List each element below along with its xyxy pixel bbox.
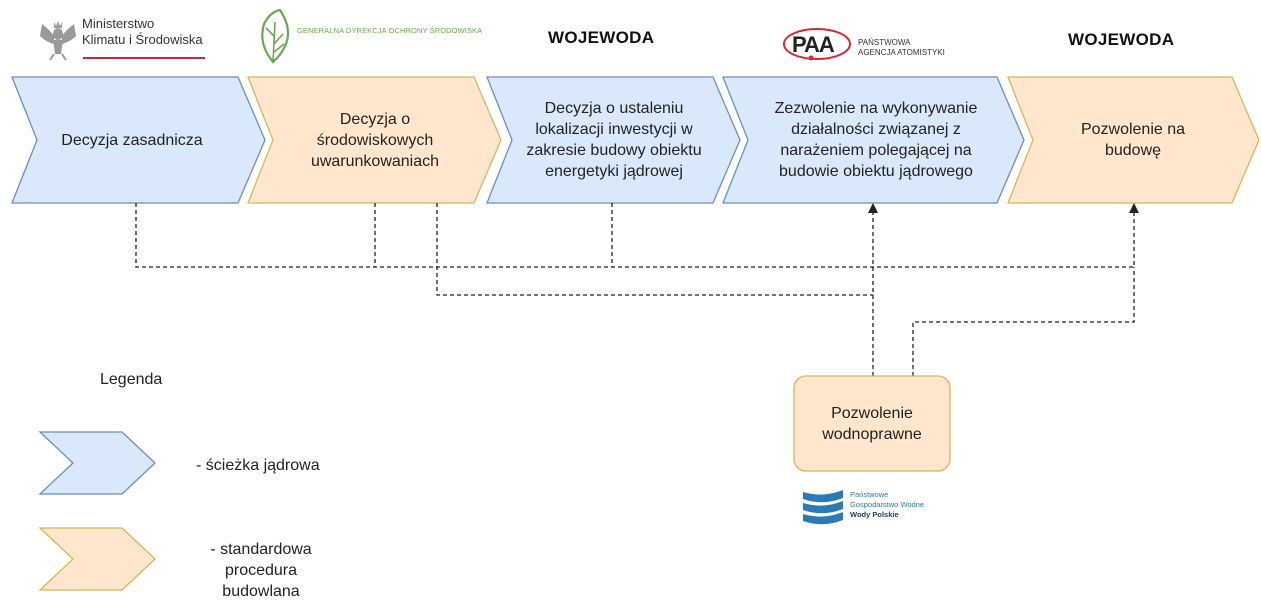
connector-water-to-step5: [912, 267, 1135, 376]
gdos-logo-text: GENERALNA DYREKCJA OCHRONY ŚRODOWISKA: [297, 26, 483, 35]
step-2-label: Decyzja o środowiskowych uwarunkowaniach: [310, 110, 440, 170]
leaf-icon: [261, 8, 290, 64]
authority-wojewoda-2: WOJEWODA: [1068, 30, 1175, 49]
ministry-logo: [40, 21, 205, 61]
paa-logo-text: PAŃSTWOWA AGENCJA ATOMISTYKI: [858, 38, 945, 58]
eagle-emblem-icon: [40, 21, 76, 61]
connector-step2-b: [436, 203, 873, 296]
wody-name-line3: Wody Polskie: [850, 510, 899, 519]
step-1-label: Decyzja zasadnicza: [61, 131, 203, 149]
paa-logo: [783, 28, 851, 61]
wody-logo-text: Państwowe Gospodarstwo Wodne Wody Polski…: [850, 490, 924, 520]
legend-standard-chevron: [38, 527, 156, 591]
paa-swoosh-icon: [783, 28, 851, 60]
authority-wojewoda-1: WOJEWODA: [548, 28, 655, 47]
step-3-chevron: [486, 76, 741, 204]
legend-nuclear-chevron: [38, 431, 156, 495]
water-permit-label: Pozwolenie wodnoprawne: [822, 404, 922, 443]
step-4-chevron: [722, 76, 1025, 204]
paa-mark: PAA: [792, 32, 835, 57]
paa-name-line2: AGENCJA ATOMISTYKI: [858, 48, 945, 57]
ministry-logo-text: Ministerstwo Klimatu i Środowiska: [82, 16, 203, 48]
connectors: [135, 203, 1135, 376]
arrowhead-step4: [868, 203, 878, 213]
connector-main: [135, 203, 1135, 268]
water-permit-box: [793, 375, 951, 472]
gdos-logo: [261, 8, 290, 64]
step-5-label: Pozwolenie na budowę: [1080, 121, 1186, 159]
ministry-name-line1: Ministerstwo: [82, 16, 155, 31]
legend-standard-label: - standardowa procedura budowlana: [210, 541, 312, 600]
paa-name-line1: PAŃSTWOWA: [858, 38, 911, 47]
step-1-chevron: [11, 76, 266, 204]
wody-name-line2: Gospodarstwo Wodne: [850, 500, 925, 509]
legend-nuclear-label: - ścieżka jądrowa: [196, 457, 320, 474]
arrowhead-step5: [1129, 203, 1139, 213]
step-5-chevron: [1007, 76, 1260, 204]
ministry-name-line2: Klimatu i Środowiska: [82, 32, 203, 47]
legend-title: Legenda: [100, 371, 163, 388]
step-2-chevron: [247, 76, 502, 204]
step-3-label: Decyzja o ustaleniu lokalizacji inwestyc…: [526, 100, 702, 180]
wody-name-line1: Państwowe: [850, 490, 889, 499]
step-4-label: Zezwolenie na wykonywanie działalności z…: [774, 100, 978, 180]
waves-icon: [803, 490, 843, 525]
